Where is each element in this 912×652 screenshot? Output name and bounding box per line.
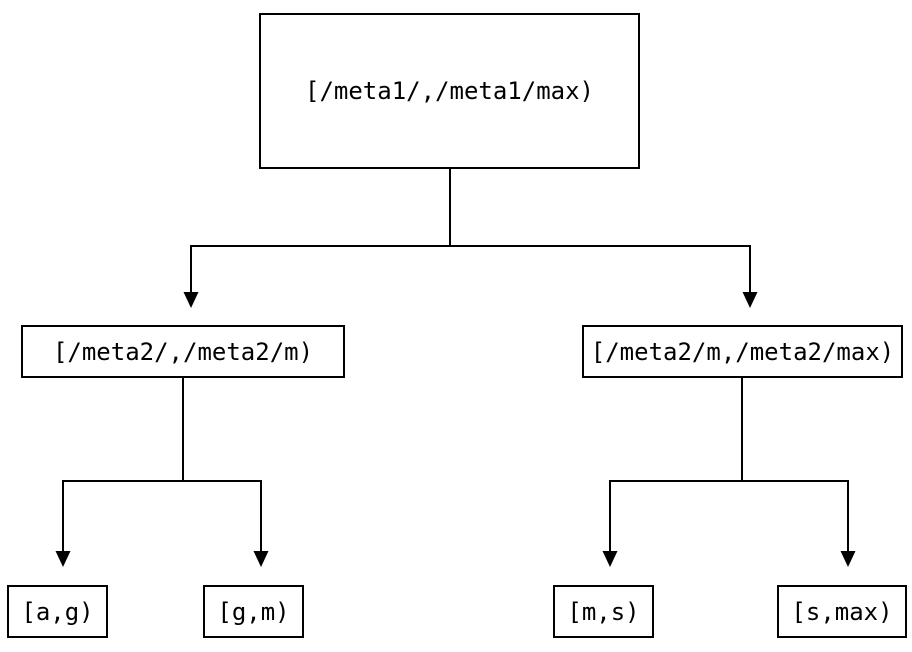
node-leaf-ms: [m,s): [553, 585, 654, 638]
node-root: [/meta1/,/meta1/max): [259, 13, 640, 169]
arrow-down-icon: [55, 551, 71, 567]
arrow-down-icon: [602, 551, 618, 567]
node-leaf-ag: [a,g): [7, 585, 108, 638]
arrow-down-icon: [253, 551, 269, 567]
arrow-down-icon: [840, 551, 856, 567]
node-right-child: [/meta2/m,/meta2/max): [582, 325, 903, 378]
arrow-down-icon: [183, 292, 199, 308]
arrow-down-icon: [742, 292, 758, 308]
node-left-child: [/meta2/,/meta2/m): [21, 325, 345, 378]
node-leaf-smax: [s,max): [777, 585, 907, 638]
node-leaf-gm: [g,m): [203, 585, 304, 638]
